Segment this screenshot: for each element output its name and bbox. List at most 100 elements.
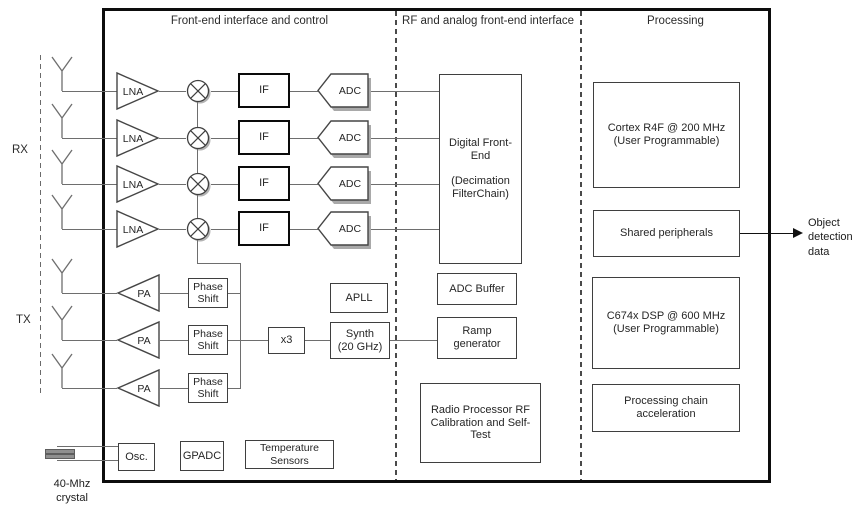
section-title-processing: Processing <box>647 15 704 27</box>
wire <box>290 138 318 139</box>
lna-amplifier: LNA <box>116 71 160 111</box>
antenna-icon <box>51 258 73 293</box>
svg-text:ADC: ADC <box>339 132 362 144</box>
mixer-icon <box>186 126 211 151</box>
wire <box>290 229 318 230</box>
radio-processor-block: Radio Processor RF Calibration and Self-… <box>420 383 541 463</box>
lo-bus <box>240 263 241 388</box>
svg-text:PA: PA <box>137 335 150 347</box>
lna-amplifier: LNA <box>116 164 160 204</box>
cortex-r4f-block: Cortex R4F @ 200 MHz(User Programmable) <box>593 82 740 188</box>
wire <box>211 138 238 139</box>
if-block: IF <box>238 73 290 108</box>
section-divider-1 <box>395 11 397 480</box>
ramp-generator-block: Ramp generator <box>437 317 517 359</box>
lo-wire <box>197 102 198 127</box>
oscillator-block: Osc. <box>118 443 155 471</box>
crystal-lead <box>57 460 118 461</box>
section-divider-2 <box>580 11 582 480</box>
wire <box>62 340 117 341</box>
wire <box>62 388 117 389</box>
antenna-icon <box>51 353 73 388</box>
svg-text:ADC: ADC <box>339 85 362 97</box>
svg-text:LNA: LNA <box>123 224 143 236</box>
section-title-rf-analog: RF and analog front-end interface <box>402 15 574 27</box>
if-block: IF <box>238 120 290 155</box>
temperature-sensors-block: Temperature Sensors <box>245 440 334 469</box>
wire <box>211 91 238 92</box>
svg-text:LNA: LNA <box>123 86 143 98</box>
svg-text:ADC: ADC <box>339 178 362 190</box>
crystal-label: 40-Mhz crystal <box>53 478 91 505</box>
lna-amplifier: LNA <box>116 209 160 249</box>
phase-shift-block: Phase Shift <box>188 373 228 403</box>
crystal-lead <box>57 446 118 447</box>
wire <box>62 138 117 139</box>
rx-label: RX <box>12 144 28 156</box>
wire <box>62 91 117 92</box>
if-block: IF <box>238 166 290 201</box>
output-arrow-head <box>793 228 803 238</box>
crystal-icon <box>45 449 75 454</box>
wire <box>159 91 186 92</box>
wire <box>160 293 188 294</box>
adc-block: ADC <box>317 73 371 111</box>
wire <box>290 184 318 185</box>
lo-wire <box>197 240 198 264</box>
tx-label: TX <box>16 314 31 326</box>
wire <box>159 184 186 185</box>
adc-block: ADC <box>317 211 371 249</box>
antenna-icon <box>51 103 73 138</box>
object-detection-data-label: Object detection data <box>808 217 853 258</box>
wire <box>211 184 238 185</box>
wire <box>211 229 238 230</box>
wire <box>228 293 241 294</box>
processing-chain-accel-block: Processing chain acceleration <box>592 384 740 432</box>
svg-text:LNA: LNA <box>123 179 143 191</box>
wire <box>390 340 437 341</box>
crystal-icon <box>45 454 75 459</box>
phase-shift-block: Phase Shift <box>188 278 228 308</box>
svg-text:ADC: ADC <box>339 223 362 235</box>
mixer-icon <box>186 217 211 242</box>
pa-amplifier: PA <box>116 273 160 313</box>
section-title-front-end: Front-end interface and control <box>170 15 329 27</box>
wire <box>228 388 241 389</box>
mixer-icon <box>186 79 211 104</box>
wire <box>160 340 188 341</box>
wire <box>62 184 117 185</box>
adc-buffer-block: ADC Buffer <box>437 273 517 305</box>
antenna-icon <box>51 149 73 184</box>
apll-block: APLL <box>330 283 388 313</box>
wire <box>159 229 186 230</box>
shared-peripherals-block: Shared peripherals <box>593 210 740 257</box>
wire <box>371 91 439 92</box>
adc-block: ADC <box>317 120 371 158</box>
pa-amplifier: PA <box>116 320 160 360</box>
wire <box>371 138 439 139</box>
svg-text:PA: PA <box>137 383 150 395</box>
wire <box>305 340 330 341</box>
c674x-dsp-block: C674x DSP @ 600 MHz(User Programmable) <box>592 277 740 369</box>
wire <box>228 340 268 341</box>
antenna-boundary-dashed-line <box>40 55 42 395</box>
phase-shift-block: Phase Shift <box>188 325 228 355</box>
wire <box>62 229 117 230</box>
wire <box>62 293 117 294</box>
x3-multiplier-block: x3 <box>268 327 305 354</box>
svg-text:PA: PA <box>137 288 150 300</box>
adc-block: ADC <box>317 166 371 204</box>
wire <box>371 184 439 185</box>
antenna-icon <box>51 305 73 340</box>
lo-wire <box>197 149 198 173</box>
antenna-icon <box>51 56 73 91</box>
wire <box>160 388 188 389</box>
synth-block: Synth(20 GHz) <box>330 322 390 359</box>
wire <box>290 91 318 92</box>
pa-amplifier: PA <box>116 368 160 408</box>
lo-wire <box>197 195 198 218</box>
if-block: IF <box>238 211 290 246</box>
wire <box>371 229 439 230</box>
mixer-icon <box>186 172 211 197</box>
